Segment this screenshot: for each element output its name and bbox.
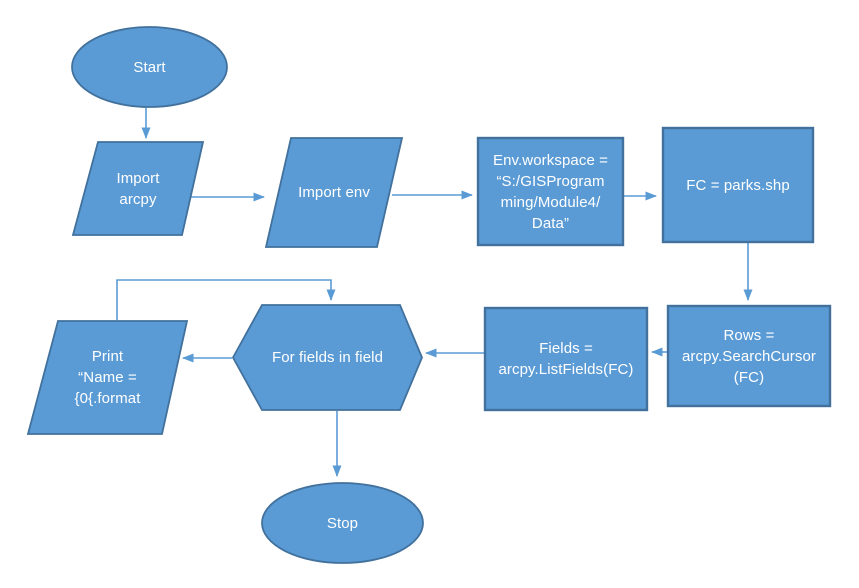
import-arcpy-parallelogram <box>71 141 205 236</box>
stop-ellipse <box>261 482 424 564</box>
for-loop-hexagon <box>231 304 423 411</box>
start-ellipse <box>71 26 228 108</box>
fc-rectangle <box>661 126 815 244</box>
print-parallelogram <box>26 320 189 435</box>
env-workspace-rectangle <box>476 136 625 247</box>
fields-rectangle <box>483 306 649 412</box>
import-env-parallelogram <box>264 137 404 248</box>
rows-rectangle <box>666 304 832 408</box>
arrow-print-loopback-to-for-loop <box>116 279 336 320</box>
